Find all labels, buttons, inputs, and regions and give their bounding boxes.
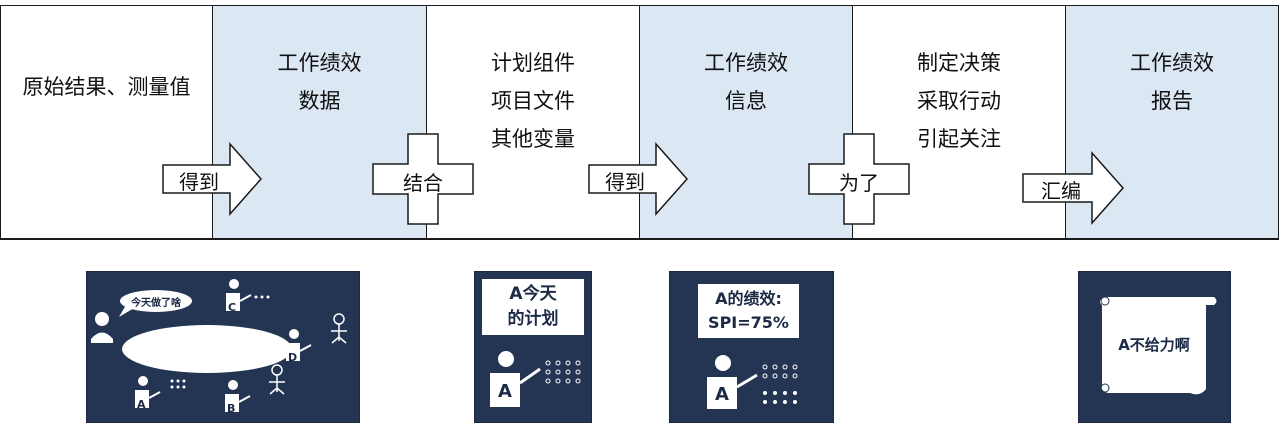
person-label-a: A <box>715 384 729 405</box>
column-line: 报告 <box>1151 89 1193 113</box>
person-label-b: B <box>227 402 236 415</box>
meeting-illustration: 今天做了啥 C D A B <box>86 271 360 423</box>
report-scroll-text: A不给力啊 <box>1118 336 1190 354</box>
column-line: 原始结果、测量值 <box>22 75 191 99</box>
connector-label: 得到 <box>179 170 219 194</box>
column-line: 工作绩效 <box>277 51 362 75</box>
column-line: 信息 <box>725 89 767 113</box>
arrow-connector: 得到 <box>588 142 689 216</box>
column-actions: 制定决策 采取行动 引起关注 <box>852 5 1065 239</box>
plus-connector: 为了 <box>808 133 910 225</box>
plan-illustration: A今天 的计划 A <box>474 271 592 423</box>
plus-icon <box>808 133 910 225</box>
column-line: 采取行动 <box>917 89 1001 113</box>
column-work-performance-data: 工作绩效 数据 <box>212 5 426 239</box>
plus-icon <box>372 133 474 225</box>
arrow-connector: 汇编 <box>1022 151 1125 225</box>
plus-connector: 结合 <box>372 133 474 225</box>
report-illustration: A不给力啊 <box>1078 271 1231 423</box>
presenter-scene <box>707 355 798 409</box>
connector-label: 结合 <box>403 171 443 195</box>
board-line: SPI=75% <box>708 313 789 332</box>
arrow-connector: 得到 <box>162 142 263 216</box>
column-line: 项目文件 <box>491 89 575 113</box>
performance-illustration: A的绩效: SPI=75% A <box>669 271 834 423</box>
board-line: A今天 <box>509 284 557 304</box>
column-actions-text: 制定决策 采取行动 引起关注 <box>853 44 1065 158</box>
connector-label: 为了 <box>839 171 879 195</box>
column-raw-results: 原始结果、测量值 <box>0 5 212 239</box>
connector-label: 得到 <box>605 170 645 194</box>
speech-bubble-text: 今天做了啥 <box>131 298 181 309</box>
column-inputs-text: 计划组件 项目文件 其他变量 <box>427 44 639 158</box>
column-work-performance-info: 工作绩效 信息 <box>639 5 852 239</box>
column-line: 工作绩效 <box>1130 51 1214 75</box>
section-divider <box>0 239 1279 240</box>
arrow-icon <box>1022 151 1125 225</box>
column-line: 计划组件 <box>491 51 575 75</box>
person-label-c: C <box>228 301 237 314</box>
performance-board: A的绩效: SPI=75% <box>698 284 799 338</box>
person-label-a: A <box>498 381 512 402</box>
column-wpr-text: 工作绩效 报告 <box>1066 44 1278 120</box>
column-line: 制定决策 <box>917 51 1001 75</box>
column-line: 其他变量 <box>491 127 575 151</box>
column-line: 数据 <box>298 89 341 113</box>
connector-label: 汇编 <box>1041 179 1081 203</box>
column-inputs: 计划组件 项目文件 其他变量 <box>426 5 639 239</box>
column-line: 工作绩效 <box>704 51 788 75</box>
scroll-icon <box>1099 296 1217 395</box>
column-raw-results-text: 原始结果、测量值 <box>1 68 212 106</box>
meeting-scene <box>91 279 347 412</box>
arrow-icon <box>162 142 263 216</box>
plan-board: A今天 的计划 <box>482 279 584 335</box>
person-label-a: A <box>137 398 146 411</box>
column-wpd-text: 工作绩效 数据 <box>213 44 426 120</box>
person-label-d: D <box>288 351 298 364</box>
board-line: A的绩效: <box>715 289 782 308</box>
column-wpi-text: 工作绩效 信息 <box>640 44 852 120</box>
column-line: 引起关注 <box>917 127 1001 151</box>
presenter-scene <box>490 351 581 407</box>
board-line: 的计划 <box>507 309 559 329</box>
arrow-icon <box>588 142 689 216</box>
